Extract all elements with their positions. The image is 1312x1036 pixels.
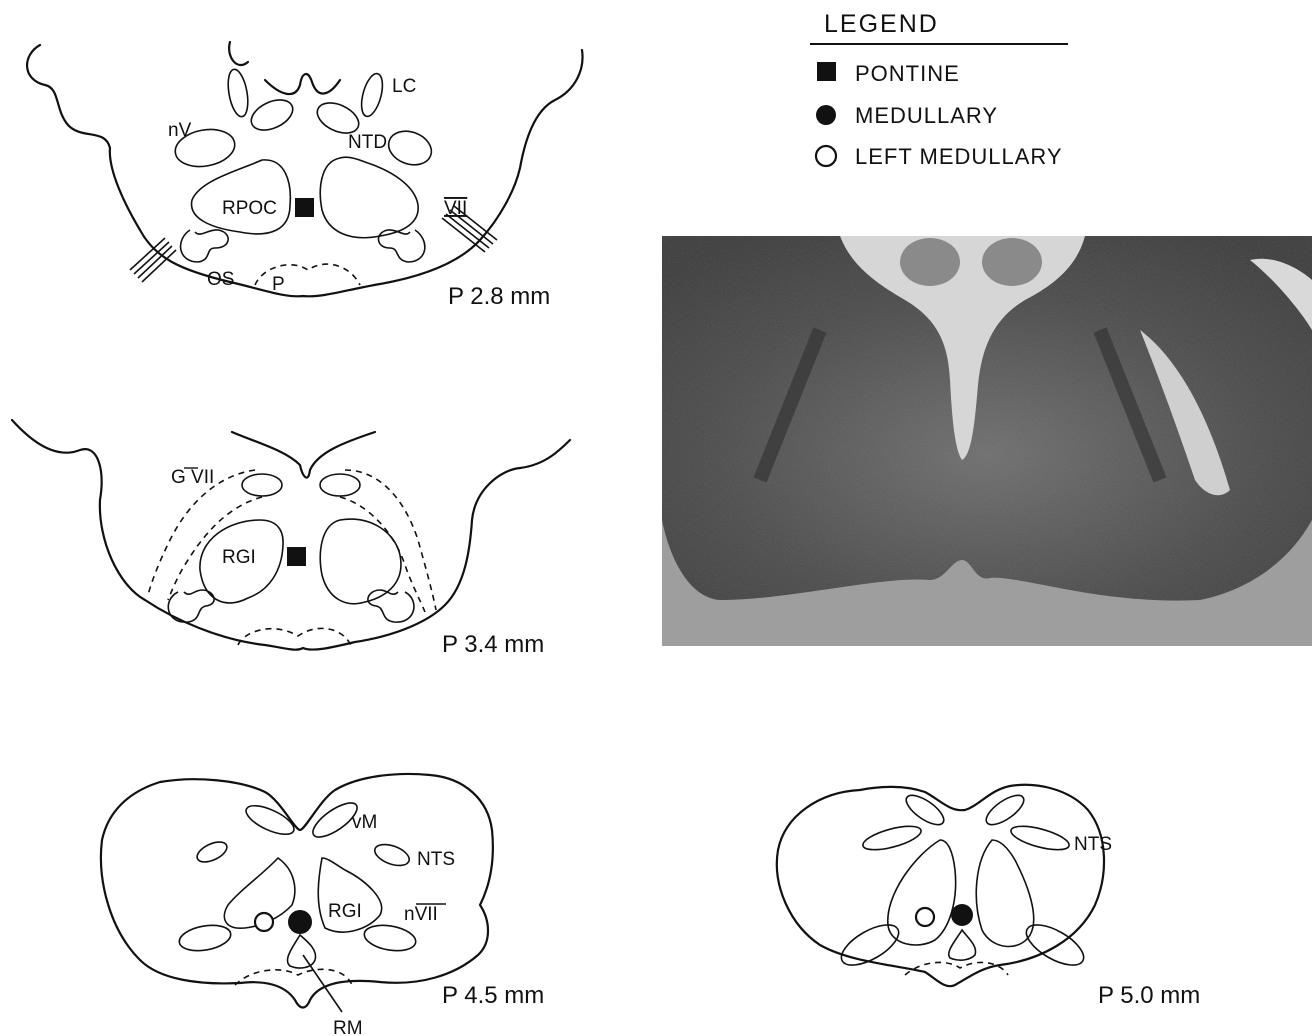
pyramid-outline — [905, 962, 1008, 975]
label-nvii: nVII — [404, 904, 438, 925]
section-outline — [27, 45, 582, 296]
section-p50: NTS P 5.0 mm — [777, 785, 1200, 1009]
left-medullary-marker — [255, 913, 273, 931]
nts-nucleus — [1009, 822, 1072, 855]
legend-title: LEGEND — [824, 10, 939, 38]
medullary-marker — [288, 910, 312, 934]
label-nts: NTS — [417, 849, 455, 870]
section-p34: G VII RGI P 3.4 mm — [12, 420, 570, 658]
left-medullary-marker — [916, 908, 934, 926]
label-lc: LC — [392, 76, 416, 97]
label-ntd: NTD — [348, 132, 387, 153]
left-olive — [835, 917, 904, 973]
right-genu — [320, 474, 360, 496]
pontine-marker — [295, 198, 314, 217]
label-rpoc: RPOC — [222, 198, 277, 219]
histology-photomicrograph — [662, 236, 1312, 646]
level-label: P 4.5 mm — [442, 982, 544, 1009]
pyramid-outline — [255, 264, 360, 285]
left-nts — [194, 838, 230, 866]
right-olive — [1020, 917, 1089, 973]
lc-nucleus — [358, 71, 387, 118]
rpoc-left — [192, 160, 291, 234]
section-outline — [101, 774, 493, 1008]
rm-nucleus — [949, 930, 976, 960]
left-ntd — [247, 94, 298, 136]
legend-item-medullary: MEDULLARY — [855, 103, 998, 128]
label-gvii: G VII — [171, 467, 214, 488]
rpoc-right — [320, 157, 418, 237]
section-p28: nV LC NTD RPOC VII OS P P 2.8 mm — [27, 42, 582, 310]
legend: LEGEND PONTINE MEDULLARY LEFT MEDULLARY — [810, 10, 1068, 169]
left-genu — [242, 474, 282, 496]
label-vm: vM — [352, 812, 377, 833]
left-nts — [861, 822, 924, 855]
left-olive — [181, 230, 229, 262]
rgi-right — [976, 840, 1033, 946]
level-label: P 5.0 mm — [1098, 982, 1200, 1009]
right-nv-nucleus — [384, 125, 436, 170]
legend-square-icon — [817, 62, 836, 81]
right-olive — [362, 922, 417, 955]
level-label: P 2.8 mm — [448, 283, 550, 310]
left-olive — [177, 922, 232, 955]
section-p45: vM NTS RGI nVII RM P 4.5 mm — [101, 774, 544, 1036]
left-dorsal-lobe — [229, 42, 248, 65]
legend-filled-circle-icon — [816, 105, 836, 125]
right-olive — [368, 590, 414, 622]
label-rgi: RGI — [222, 547, 256, 568]
legend-open-circle-icon — [816, 146, 836, 166]
label-nv: nV — [168, 120, 192, 141]
label-nts: NTS — [1074, 834, 1112, 855]
fourth-ventricle-floor — [265, 74, 340, 94]
rm-nucleus — [287, 935, 315, 968]
left-dorsal-nucleus — [225, 68, 251, 118]
legend-item-left-medullary: LEFT MEDULLARY — [855, 144, 1063, 169]
medullary-marker — [951, 904, 973, 926]
pyramid-outline — [238, 628, 352, 648]
section-outline — [777, 785, 1104, 986]
label-p: P — [272, 274, 285, 295]
label-rgi: RGI — [328, 901, 362, 922]
level-label: P 3.4 mm — [442, 631, 544, 658]
nts-nucleus — [372, 840, 412, 869]
legend-item-pontine: PONTINE — [855, 61, 960, 86]
label-os: OS — [207, 269, 234, 290]
left-dorsal-nucleus — [902, 790, 948, 830]
pontine-marker — [287, 547, 306, 566]
section-outline — [12, 420, 570, 650]
label-rm: RM — [333, 1018, 363, 1036]
rgi-right — [320, 519, 401, 604]
label-vii: VII — [444, 198, 467, 219]
